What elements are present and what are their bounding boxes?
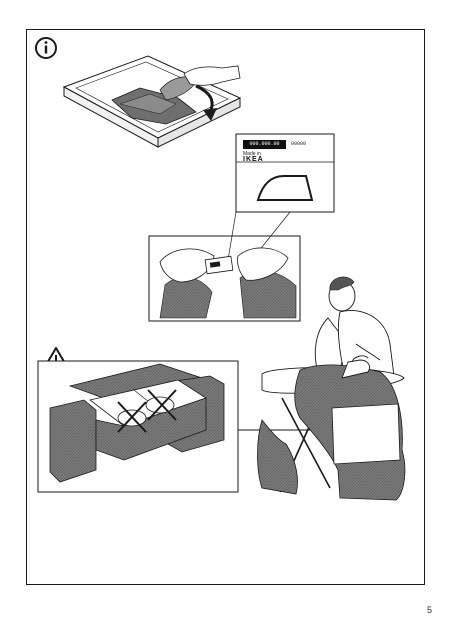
- info-icon: [35, 37, 57, 59]
- crossed-out-seat-icon: [117, 389, 177, 433]
- label-brand-logo: IKEA: [243, 156, 264, 163]
- label-made-in: Made in: [243, 151, 261, 157]
- label-supplier-code: 00000: [291, 141, 307, 147]
- person-ironing-illustration: [257, 276, 406, 501]
- instruction-frame: [26, 29, 425, 585]
- box-unpacking-illustration: [62, 55, 242, 148]
- label-article-number: 000.000.00: [243, 140, 286, 149]
- sofa-warning-illustration: [37, 360, 239, 493]
- page-number: 5: [426, 605, 432, 615]
- iron-symbol-icon: [256, 175, 314, 201]
- hands-holding-label-illustration: [148, 211, 301, 322]
